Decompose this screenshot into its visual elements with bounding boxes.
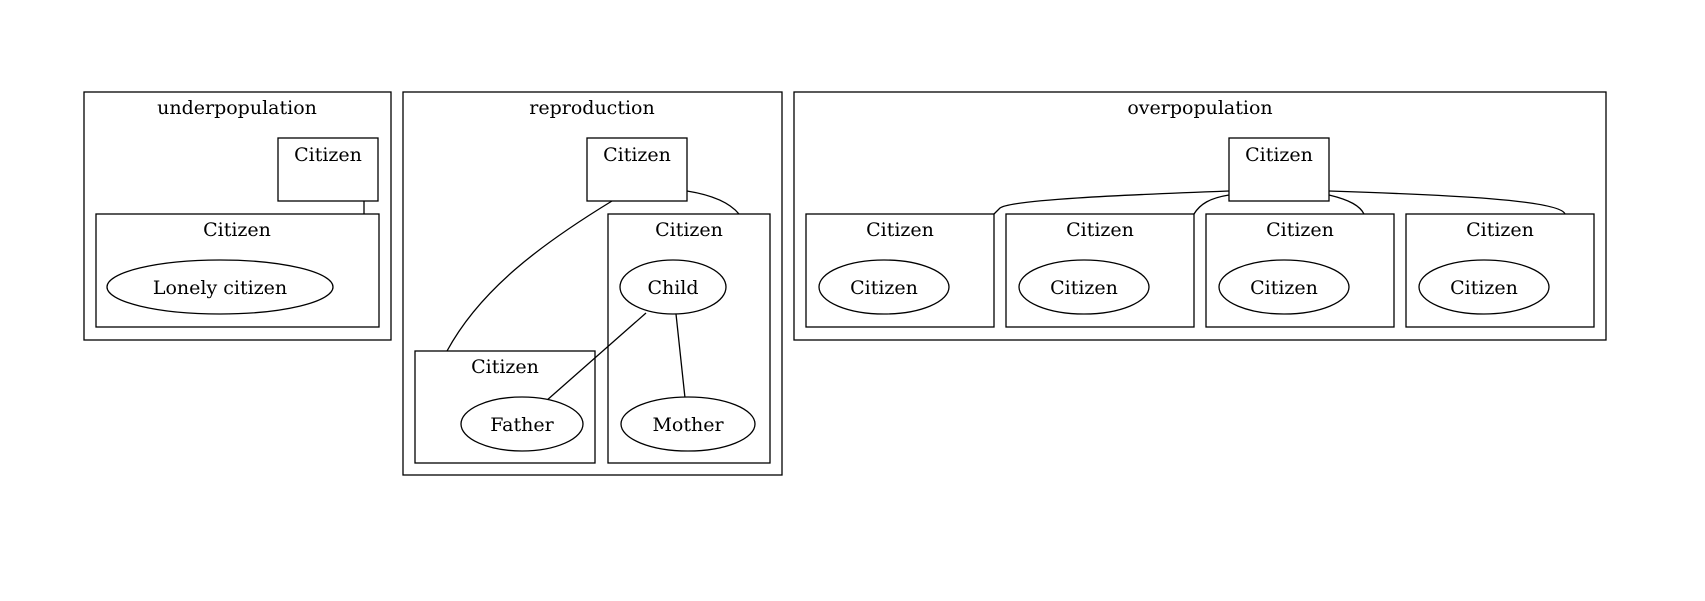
overpopulation-edge-3	[1328, 194, 1365, 215]
cluster-underpopulation-border	[83, 91, 392, 341]
overpopulation-subcluster-1-title: Citizen	[866, 219, 934, 241]
lonely-citizen-node	[106, 259, 334, 315]
overpopulation-top-node-label: Citizen	[1245, 144, 1313, 166]
overpopulation-subcluster-3-border	[1205, 213, 1395, 328]
mother-node	[620, 396, 756, 452]
overpopulation-subcluster-3-node-label: Citizen	[1250, 277, 1318, 299]
underpopulation-inner-cluster-title: Citizen	[203, 219, 271, 241]
cluster-underpopulation: underpopulation Citizen Citizen Lonely c…	[83, 91, 392, 341]
overpopulation-top-node-box	[1228, 137, 1330, 202]
cluster-reproduction-border	[402, 91, 783, 476]
cluster-underpopulation-title: underpopulation	[157, 97, 317, 119]
overpopulation-subcluster-3: Citizen Citizen	[1205, 213, 1395, 328]
underpopulation-top-node: Citizen	[277, 137, 379, 202]
overpopulation-subcluster-2-node-label: Citizen	[1050, 277, 1118, 299]
overpopulation-subcluster-4-node-label: Citizen	[1450, 277, 1518, 299]
overpopulation-edge-1	[993, 190, 1230, 215]
reproduction-child-cluster-border	[607, 213, 771, 464]
overpopulation-subcluster-1-node	[818, 259, 950, 315]
mother-label: Mother	[652, 414, 724, 436]
overpopulation-subcluster-2-node	[1018, 259, 1150, 315]
father-node	[460, 396, 584, 452]
reproduction-father-cluster-border	[414, 350, 596, 464]
reproduction-edge-top-to-child-cluster	[686, 190, 740, 215]
reproduction-edge-top-to-father-cluster	[446, 200, 613, 352]
overpopulation-edge-2	[1193, 194, 1230, 215]
overpopulation-subcluster-4-node	[1418, 259, 1550, 315]
underpopulation-inner-cluster-border	[95, 213, 380, 328]
child-node	[619, 259, 727, 315]
overpopulation-edge-4	[1328, 190, 1566, 215]
overpopulation-subcluster-1: Citizen Citizen	[805, 213, 995, 328]
reproduction-edge-child-to-father	[545, 312, 647, 402]
underpopulation-top-node-label: Citizen	[294, 144, 362, 166]
overpopulation-top-node: Citizen	[1228, 137, 1330, 202]
underpopulation-inner-cluster: Citizen Lonely citizen	[95, 213, 380, 328]
cluster-reproduction: reproduction Citizen Citizen Child Mothe…	[402, 91, 783, 476]
cluster-reproduction-title: reproduction	[529, 97, 654, 119]
overpopulation-subcluster-2: Citizen Citizen	[1005, 213, 1195, 328]
reproduction-father-cluster: Citizen Father	[414, 350, 596, 464]
reproduction-child-cluster-title: Citizen	[655, 219, 723, 241]
overpopulation-subcluster-4: Citizen Citizen	[1405, 213, 1595, 328]
father-label: Father	[490, 414, 554, 436]
reproduction-top-node-label: Citizen	[603, 144, 671, 166]
overpopulation-subcluster-3-node	[1218, 259, 1350, 315]
lonely-citizen-label: Lonely citizen	[153, 277, 287, 299]
overpopulation-subcluster-4-title: Citizen	[1466, 219, 1534, 241]
overpopulation-subcluster-2-title: Citizen	[1066, 219, 1134, 241]
overpopulation-subcluster-2-border	[1005, 213, 1195, 328]
cluster-overpopulation-title: overpopulation	[1127, 97, 1272, 119]
overpopulation-subcluster-1-node-label: Citizen	[850, 277, 918, 299]
reproduction-father-cluster-title: Citizen	[471, 356, 539, 378]
reproduction-edge-child-to-mother	[675, 313, 686, 399]
reproduction-child-cluster: Citizen Child Mother	[607, 213, 771, 464]
child-label: Child	[647, 277, 698, 299]
reproduction-top-node: Citizen	[586, 137, 688, 202]
underpopulation-top-node-box	[277, 137, 379, 202]
cluster-overpopulation: overpopulation Citizen Citizen Citizen C…	[793, 91, 1607, 341]
overpopulation-subcluster-1-border	[805, 213, 995, 328]
overpopulation-subcluster-4-border	[1405, 213, 1595, 328]
reproduction-top-node-box	[586, 137, 688, 202]
cluster-overpopulation-border	[793, 91, 1607, 341]
overpopulation-subcluster-3-title: Citizen	[1266, 219, 1334, 241]
